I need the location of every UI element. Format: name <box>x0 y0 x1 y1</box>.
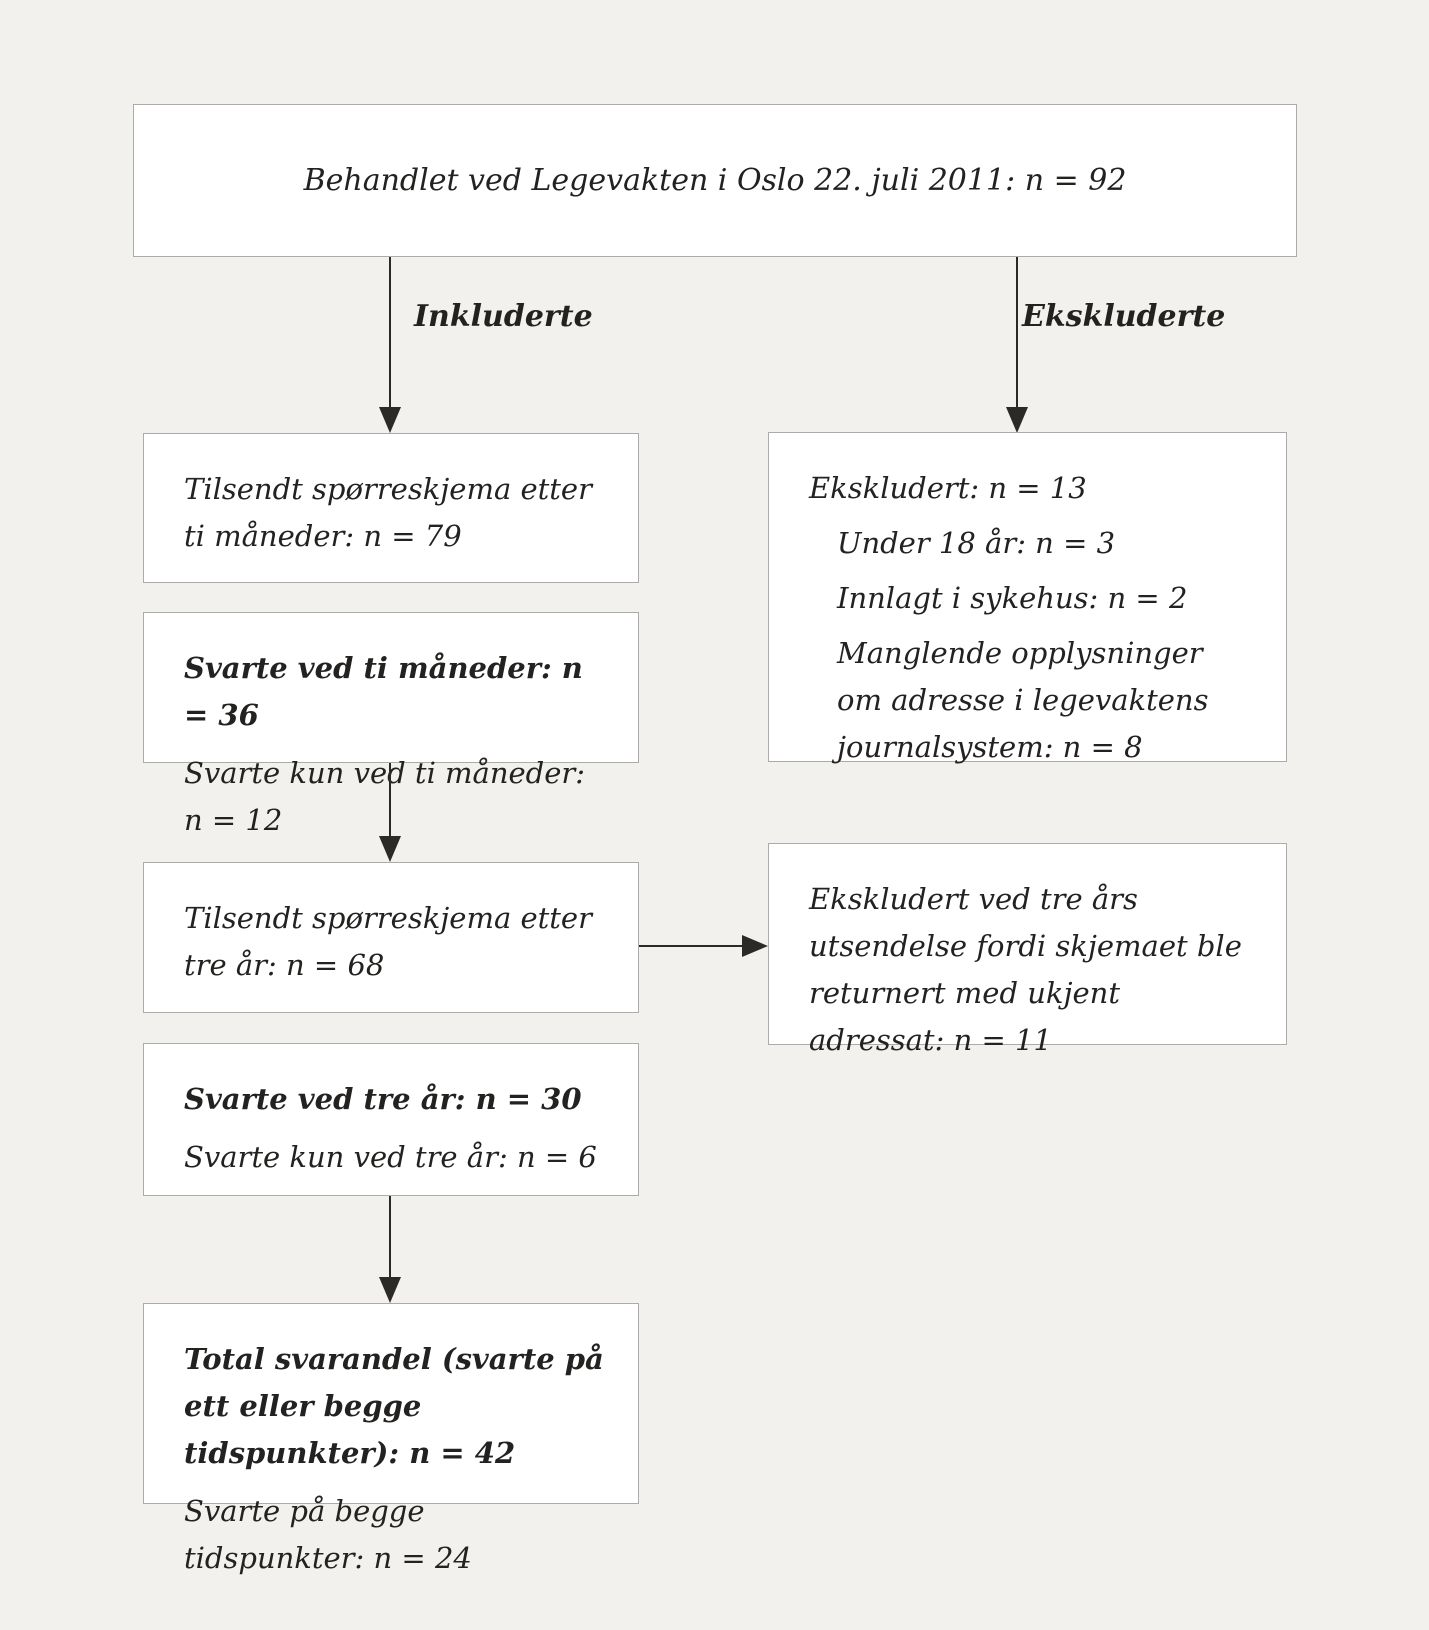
arrow-line-included <box>389 257 391 409</box>
sent-ten-months-text: Tilsendt spørreskjema etter ti måneder: … <box>184 472 592 553</box>
arrow-line-excluded <box>1016 257 1018 409</box>
box-total-response: Total svarandel (svarte på ett eller beg… <box>143 1303 639 1575</box>
label-included: Inkluderte <box>414 299 593 334</box>
box-excluded: Ekskludert: n = 13 Under 18 år: n = 3 In… <box>768 432 1287 764</box>
answered-only-three-years-text: Svarte kun ved tre år: n = 6 <box>184 1140 597 1174</box>
box-sent-three-years: Tilsendt spørreskjema etter tre år: n = … <box>143 862 639 1013</box>
answered-ten-months-text: Svarte ved ti måneder: n = 36 <box>184 651 583 732</box>
box-answered-ten-months: Svarte ved ti måneder: n = 36 Svarte kun… <box>143 612 639 837</box>
box-source: Behandlet ved Legevakten i Oslo 22. juli… <box>133 104 1297 257</box>
excluded-title: Ekskludert: n = 13 <box>809 471 1087 505</box>
excluded-item-hospitalized: Innlagt i sykehus: n = 2 <box>837 581 1188 615</box>
excluded-item-missing-address: Manglende opplysninger om adresse i lege… <box>837 636 1209 764</box>
answered-three-years-text: Svarte ved tre år: n = 30 <box>184 1082 582 1116</box>
box-source-text: Behandlet ved Legevakten i Oslo 22. juli… <box>303 163 1127 198</box>
box-answered-three-years: Svarte ved tre år: n = 30 Svarte kun ved… <box>143 1043 639 1196</box>
sent-three-years-text: Tilsendt spørreskjema etter tre år: n = … <box>184 901 592 982</box>
box-sent-ten-months: Tilsendt spørreskjema etter ti måneder: … <box>143 433 639 583</box>
answered-both-times-text: Svarte på begge tidspunkter: n = 24 <box>184 1494 472 1575</box>
arrow-line-to-total <box>389 1196 391 1278</box>
arrow-head-to-excluded-three-years <box>742 935 768 957</box>
arrow-line-to-excluded-three-years <box>639 945 744 947</box>
arrow-head-excluded <box>1006 407 1028 433</box>
box-excluded-three-years: Ekskludert ved tre års utsendelse fordi … <box>768 843 1287 1057</box>
answered-only-ten-months-text: Svarte kun ved ti måneder: n = 12 <box>184 756 586 837</box>
total-response-text: Total svarandel (svarte på ett eller beg… <box>184 1342 604 1470</box>
arrow-head-to-sent-three-years <box>379 836 401 862</box>
excluded-item-under-18: Under 18 år: n = 3 <box>837 526 1116 560</box>
label-excluded: Ekskluderte <box>1022 299 1226 334</box>
excluded-three-years-text: Ekskludert ved tre års utsendelse fordi … <box>809 882 1242 1057</box>
arrow-head-to-total <box>379 1277 401 1303</box>
arrow-head-included <box>379 407 401 433</box>
arrow-line-to-sent-three-years <box>389 763 391 838</box>
